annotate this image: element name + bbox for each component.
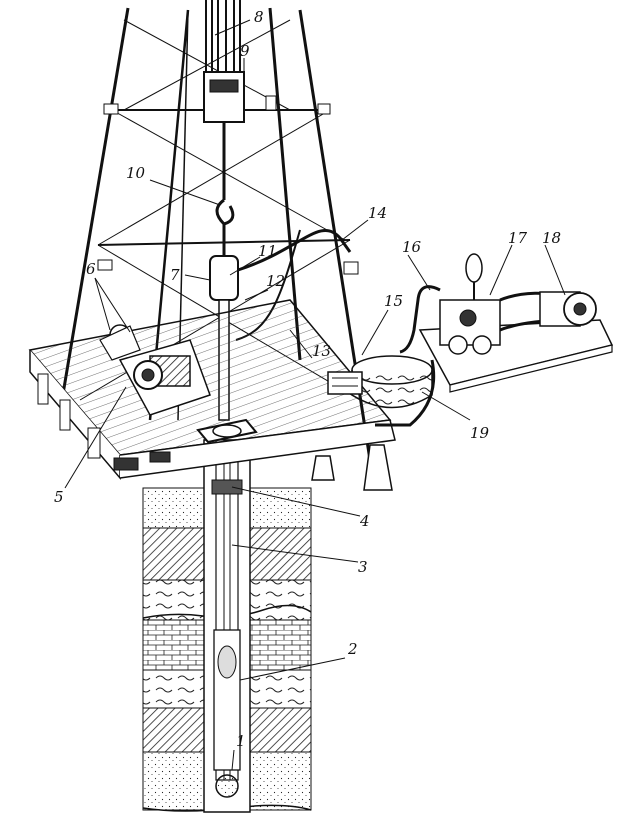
label-18: 18 — [542, 229, 561, 247]
label-11: 11 — [258, 242, 277, 260]
label-6: 6 — [86, 260, 96, 278]
label-19: 19 — [470, 424, 490, 442]
label-9: 9 — [240, 42, 250, 60]
label-10: 10 — [126, 164, 146, 182]
label-7: 7 — [170, 266, 180, 284]
label-4: 4 — [359, 512, 370, 530]
callout-labels: 1 2 3 4 5 6 7 8 9 10 11 12 13 14 15 16 1… — [54, 8, 561, 750]
callout-leaders — [64, 19, 566, 771]
swivel — [209, 255, 239, 301]
drill-bit-icon — [215, 774, 239, 798]
downhole-motor — [217, 645, 237, 679]
label-13: 13 — [312, 342, 331, 360]
label-2: 2 — [347, 640, 358, 658]
label-17: 17 — [508, 229, 528, 247]
label-14: 14 — [368, 204, 387, 222]
pump-unit — [375, 253, 614, 427]
rig-floor — [28, 299, 396, 491]
casing-collar — [211, 479, 243, 495]
drill-string — [203, 439, 251, 813]
suction-line — [375, 359, 436, 427]
label-16: 16 — [402, 238, 422, 256]
label-5: 5 — [54, 488, 64, 506]
shale-shaker — [327, 371, 363, 395]
discharge-line — [399, 285, 441, 354]
label-15: 15 — [384, 292, 403, 310]
label-12: 12 — [266, 272, 285, 290]
label-8: 8 — [254, 8, 264, 26]
mud-hose — [237, 228, 352, 272]
hook-icon — [215, 198, 235, 226]
air-chamber — [465, 253, 483, 283]
label-3: 3 — [358, 558, 368, 576]
drawworks — [99, 324, 211, 416]
label-1: 1 — [236, 732, 246, 750]
